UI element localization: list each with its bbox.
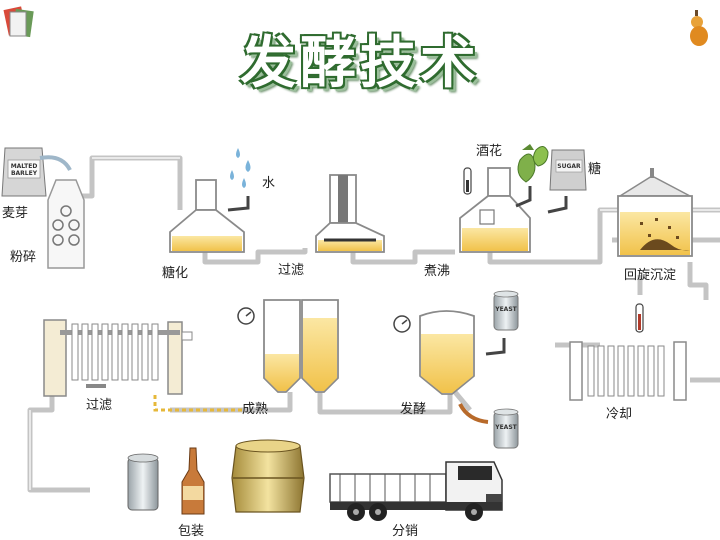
beer-flow-pipe [153,395,245,412]
plate-cooler [569,341,687,401]
malt-bag-label: MALTED BARLEY [10,163,38,177]
thermometer-icon [463,167,472,195]
beer-keg [231,439,305,513]
yeast-in-arrow [485,338,506,356]
filter-press [43,319,193,397]
label-ferment: 发酵 [400,402,427,417]
mash-tun [169,179,245,253]
label-boil: 煮沸 [424,264,451,279]
page-title: 发酵技术 [240,31,480,96]
label-hops: 酒花 [476,144,503,159]
sugar-arrow [547,196,568,214]
label-water: 水 [262,176,276,191]
label-mash: 糖化 [162,266,189,281]
beer-can [127,453,159,511]
label-sugar: 糖 [588,162,602,177]
yeast-can-bottom [493,408,519,449]
fermentation-tank [393,310,475,395]
label-package: 包装 [178,524,205,539]
yeast-can-top [493,290,519,331]
label-whirlpool: 回旋沉淀 [624,268,677,283]
label-distribute: 分销 [392,524,419,539]
lauter-tun [315,174,385,253]
label-filter-2: 过滤 [86,398,113,413]
maturation-tanks [237,299,339,393]
yeast-can-bottom-label: YEAST [495,424,517,431]
label-cool: 冷却 [606,407,633,422]
whirlpool-tank [617,168,693,257]
water-arrow [227,196,250,212]
sugar-bag-label: SUGAR [557,163,581,170]
beer-bottle [181,447,205,515]
corner-book-icon [3,6,34,38]
label-filter-1: 过滤 [278,263,305,278]
hops-arrow [515,186,532,208]
label-malt: 麦芽 [2,206,29,221]
yeast-can-top-label: YEAST [495,306,517,313]
water-drops-icon [230,148,251,188]
label-crush: 粉碎 [10,250,37,265]
hops-icon [517,144,549,183]
sugar-sack [549,149,587,191]
malt-feed-arrow [39,155,72,172]
cooler-thermometer-icon [635,303,644,333]
corner-gourd-icon [690,10,708,46]
malt-bag [1,147,47,197]
delivery-truck [329,461,503,521]
yeast-out-arrow [458,403,489,424]
boil-kettle [459,167,531,253]
crusher-machine [47,179,85,269]
label-mature: 成熟 [242,402,269,417]
